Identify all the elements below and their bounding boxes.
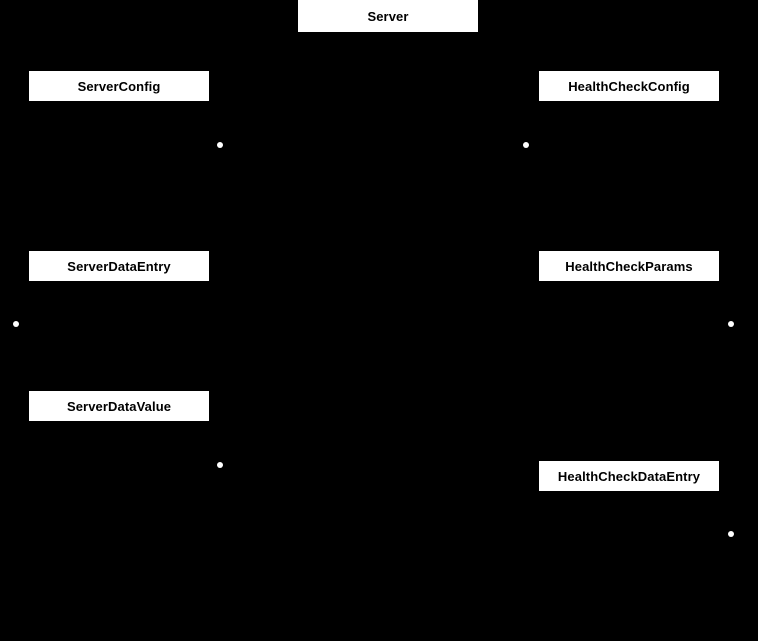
edge-marker-dot-1: [217, 142, 223, 148]
edge-marker-dot-6: [728, 531, 734, 537]
node-health-check-params[interactable]: HealthCheckParams: [539, 251, 719, 281]
node-server-data-entry[interactable]: ServerDataEntry: [29, 251, 209, 281]
edge-marker-dot-4: [728, 321, 734, 327]
edge-server-to-server-config: [119, 32, 120, 71]
node-server-config[interactable]: ServerConfig: [29, 71, 209, 101]
node-health-check-params-label: HealthCheckParams: [565, 258, 693, 274]
edge-marker-dot-2: [523, 142, 529, 148]
node-health-check-data-entry[interactable]: HealthCheckDataEntry: [539, 461, 719, 491]
node-server-data-value-label: ServerDataValue: [66, 398, 172, 414]
node-health-check-data-entry-label: HealthCheckDataEntry: [557, 468, 701, 484]
edge-server-to-health-check-config: [628, 32, 629, 71]
node-server-data-entry-label: ServerDataEntry: [67, 258, 171, 274]
edge-marker-dot-3: [13, 321, 19, 327]
edge-health-check-config-to-health-check-params: [628, 101, 629, 251]
node-health-check-config-label: HealthCheckConfig: [568, 78, 690, 94]
node-server-data-value[interactable]: ServerDataValue: [29, 391, 209, 421]
node-server-label: Server: [367, 8, 409, 24]
node-server-config-label: ServerConfig: [77, 78, 161, 94]
node-server[interactable]: Server: [298, 0, 478, 32]
node-health-check-config[interactable]: HealthCheckConfig: [539, 71, 719, 101]
edge-server-data-entry-to-server-data-value: [119, 281, 120, 391]
edge-health-check-params-to-health-check-data-entry: [628, 281, 629, 461]
edge-server-config-to-server-data-entry: [119, 101, 120, 251]
edge-marker-dot-5: [217, 462, 223, 468]
